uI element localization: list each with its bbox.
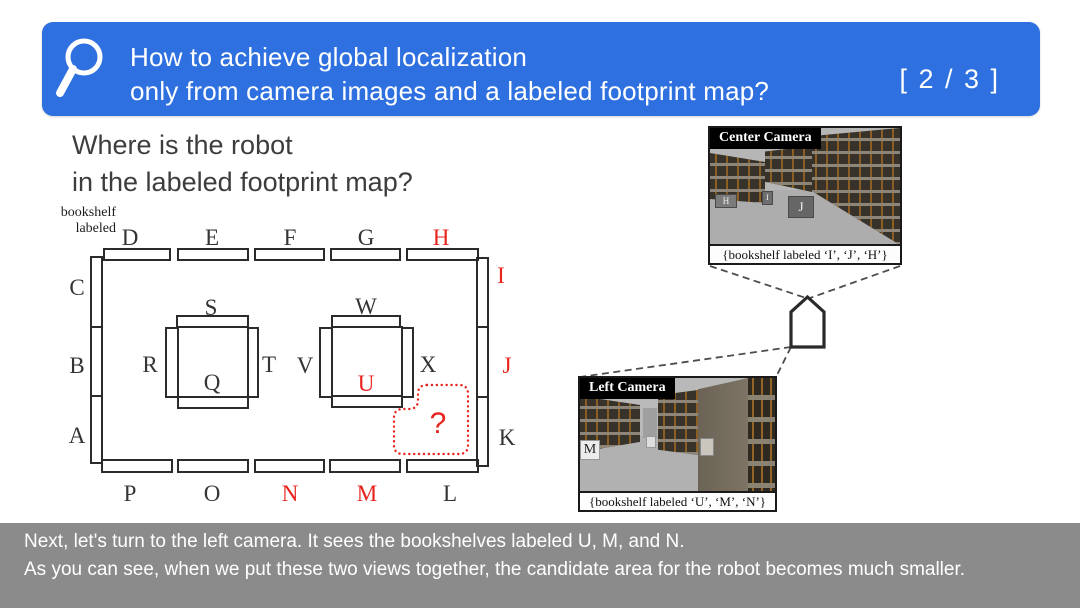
map-shelf-label-L: L xyxy=(443,481,457,506)
map-legend-line1: bookshelf xyxy=(60,205,116,220)
footprint-map: ? D E F G H C B A I J K P O N M L S R T Q W V X U xyxy=(69,225,516,506)
subtitle-text: Next, let's turn to the left camera. It … xyxy=(24,528,965,584)
map-shelf-label-Q: Q xyxy=(204,370,221,395)
map-shelf-label-A: A xyxy=(69,423,86,448)
header-title-line1: How to achieve global localization xyxy=(130,42,528,72)
subtitle-line1: Next, let's turn to the left camera. It … xyxy=(24,531,685,552)
bookshelf-render-center xyxy=(658,390,698,455)
map-shelf-label-W: W xyxy=(355,294,377,319)
map-shelf-label-R: R xyxy=(142,352,158,377)
map-shelf-label-T: T xyxy=(262,352,276,377)
question-line1: Where is the robot xyxy=(72,130,293,160)
map-shelf-label-B: B xyxy=(69,353,84,378)
far-shelf-column xyxy=(643,408,657,438)
robot-icon xyxy=(789,294,826,349)
map-shelf-label-M: M xyxy=(357,481,377,506)
left-camera-scene: M xyxy=(580,378,775,491)
map-shelf-label-O: O xyxy=(204,481,221,506)
candidate-area-outline xyxy=(392,383,470,456)
bookshelf-render-right xyxy=(810,128,900,244)
map-shelf-label-H: H xyxy=(433,225,450,250)
question-line2: in the labeled footprint map? xyxy=(72,167,413,197)
left-camera-view: M Left Camera {bookshelf labeled ‘U’, ‘M… xyxy=(578,376,777,512)
center-camera-caption: {bookshelf labeled ‘I’, ‘J’, ‘H’} xyxy=(710,244,900,263)
shelf-placard-m: M xyxy=(580,440,600,460)
map-shelf-label-E: E xyxy=(205,225,219,250)
shelf-placard-i: I xyxy=(762,191,773,205)
map-shelf-label-G: G xyxy=(358,225,375,250)
map-shelf-label-F: F xyxy=(284,225,297,250)
shelf-placard-j: J xyxy=(788,196,814,218)
map-shelf-label-K: K xyxy=(499,425,516,450)
wood-panel xyxy=(698,378,748,491)
left-camera-label: Left Camera xyxy=(580,378,675,399)
map-shelf-label-C: C xyxy=(69,275,84,300)
magnifier-icon xyxy=(56,38,103,97)
map-shelf-label-P: P xyxy=(124,481,137,506)
header-title-line2: only from camera images and a labeled fo… xyxy=(130,76,770,106)
left-camera-caption: {bookshelf labeled ‘U’, ‘M’, ‘N’} xyxy=(580,491,775,510)
subtitle-line2: As you can see, when we put these two vi… xyxy=(24,559,966,580)
candidate-area-question-mark: ? xyxy=(430,407,447,440)
map-shelf-label-N: N xyxy=(282,481,299,506)
question-heading: Where is the robot in the labeled footpr… xyxy=(72,127,413,201)
page-indicator: [ 2 / 3 ] xyxy=(899,64,1000,94)
map-legend-line2: labeled xyxy=(75,221,116,236)
center-camera-view: H I J Center Camera {bookshelf labeled ‘… xyxy=(708,126,902,265)
shelf-placard-blank-right xyxy=(700,438,714,456)
shelf-placard-h: H xyxy=(715,194,737,208)
center-camera-label: Center Camera xyxy=(710,128,821,149)
header-title: How to achieve global localization only … xyxy=(130,40,769,108)
map-shelf-label-I: I xyxy=(497,263,505,288)
map-shelf-label-X: X xyxy=(420,352,437,377)
header-banner: How to achieve global localization only … xyxy=(42,22,1040,116)
shelf-placard-blank-far xyxy=(646,436,656,448)
map-shelf-label-S: S xyxy=(205,295,218,320)
map-legend: bookshelf labeled xyxy=(54,205,116,237)
map-shelf-labels: D E F G H C B A I J K P O N M L S R T Q W V X U xyxy=(69,225,516,506)
bookshelf-render-right-edge xyxy=(748,378,775,491)
camera-frustum-lines xyxy=(579,265,901,378)
map-shelf-label-J: J xyxy=(503,353,512,378)
map-shelf-label-U: U xyxy=(358,371,375,396)
map-shelf-label-V: V xyxy=(297,353,314,378)
subtitle-bar: Next, let's turn to the left camera. It … xyxy=(0,523,1080,608)
map-shelf-label-D: D xyxy=(122,225,139,250)
